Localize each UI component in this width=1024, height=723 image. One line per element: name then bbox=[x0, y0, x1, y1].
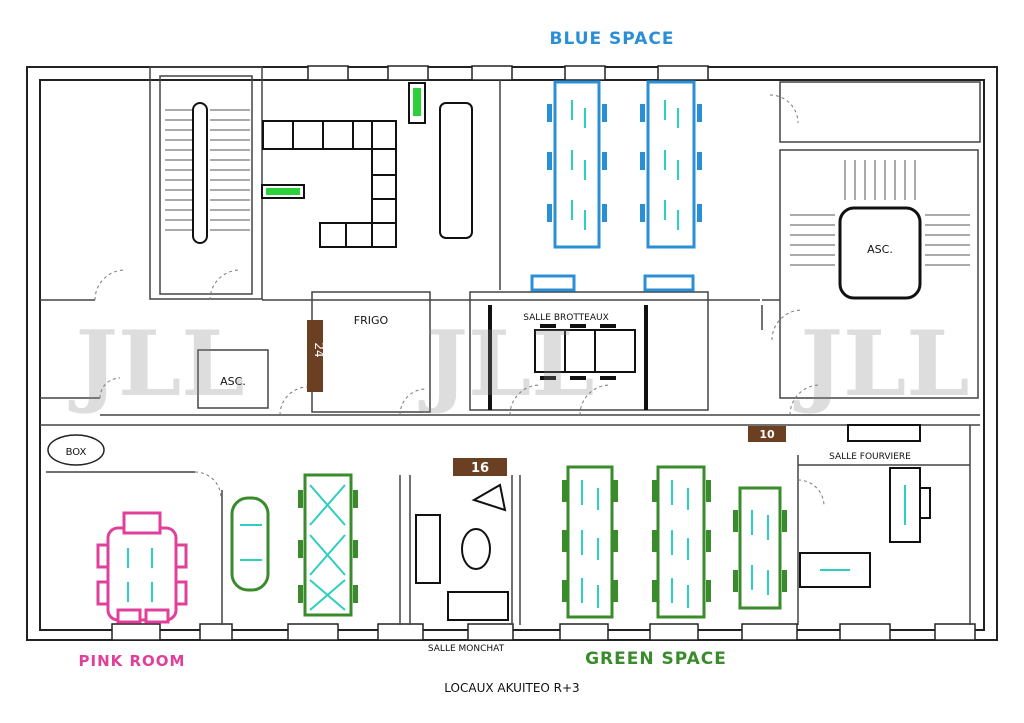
badge-10: 10 bbox=[748, 426, 786, 442]
badge-24-bg bbox=[307, 320, 323, 392]
watermark-3: JLL bbox=[793, 311, 969, 417]
salle-monchat-label: SALLE MONCHAT bbox=[428, 644, 505, 654]
pink-room-label: PINK ROOM bbox=[79, 652, 186, 670]
asc-right-label: ASC. bbox=[867, 243, 893, 256]
green-space-label: GREEN SPACE bbox=[585, 649, 727, 669]
badge-16: 16 bbox=[453, 458, 507, 476]
salle-fourviere-label: SALLE FOURVIERE bbox=[829, 452, 911, 462]
watermark-2: JLL bbox=[418, 311, 594, 417]
watermark-1: JLL bbox=[68, 311, 244, 417]
meeting-desks-black bbox=[262, 102, 473, 248]
room-labels: FRIGO ASC. ASC. BOX SALLE BROTTEAUX SALL… bbox=[66, 243, 912, 654]
brotteaux-table bbox=[534, 324, 636, 380]
badge-10-label: 10 bbox=[759, 428, 775, 441]
windows bbox=[111, 65, 976, 641]
green-space-desks bbox=[230, 465, 787, 619]
box-label: BOX bbox=[66, 447, 87, 458]
blue-space-desks bbox=[530, 80, 702, 292]
badge-24: 24 bbox=[307, 320, 326, 392]
fourviere-furniture bbox=[799, 424, 931, 588]
pink-room-table bbox=[96, 511, 188, 624]
plan-caption: LOCAUX AKUITEO R+3 bbox=[444, 681, 579, 695]
badge-10-bg bbox=[748, 426, 786, 442]
salle-brotteaux-label: SALLE BROTTEAUX bbox=[523, 313, 609, 323]
blue-space-label: BLUE SPACE bbox=[550, 29, 675, 49]
frigo-label: FRIGO bbox=[354, 314, 389, 327]
jll-watermark: JLL JLL JLL bbox=[68, 311, 969, 417]
badge-16-bg bbox=[453, 458, 507, 476]
doors bbox=[94, 94, 825, 507]
green-planters bbox=[261, 82, 426, 199]
asc-left-label: ASC. bbox=[220, 375, 246, 388]
left-stairs bbox=[165, 102, 250, 244]
box-outline bbox=[47, 434, 105, 466]
badge-24-label: 24 bbox=[312, 342, 326, 357]
badge-16-label: 16 bbox=[471, 461, 489, 476]
right-stairs bbox=[790, 160, 970, 300]
monchat-furniture bbox=[415, 483, 509, 621]
interior-walls bbox=[40, 66, 981, 625]
